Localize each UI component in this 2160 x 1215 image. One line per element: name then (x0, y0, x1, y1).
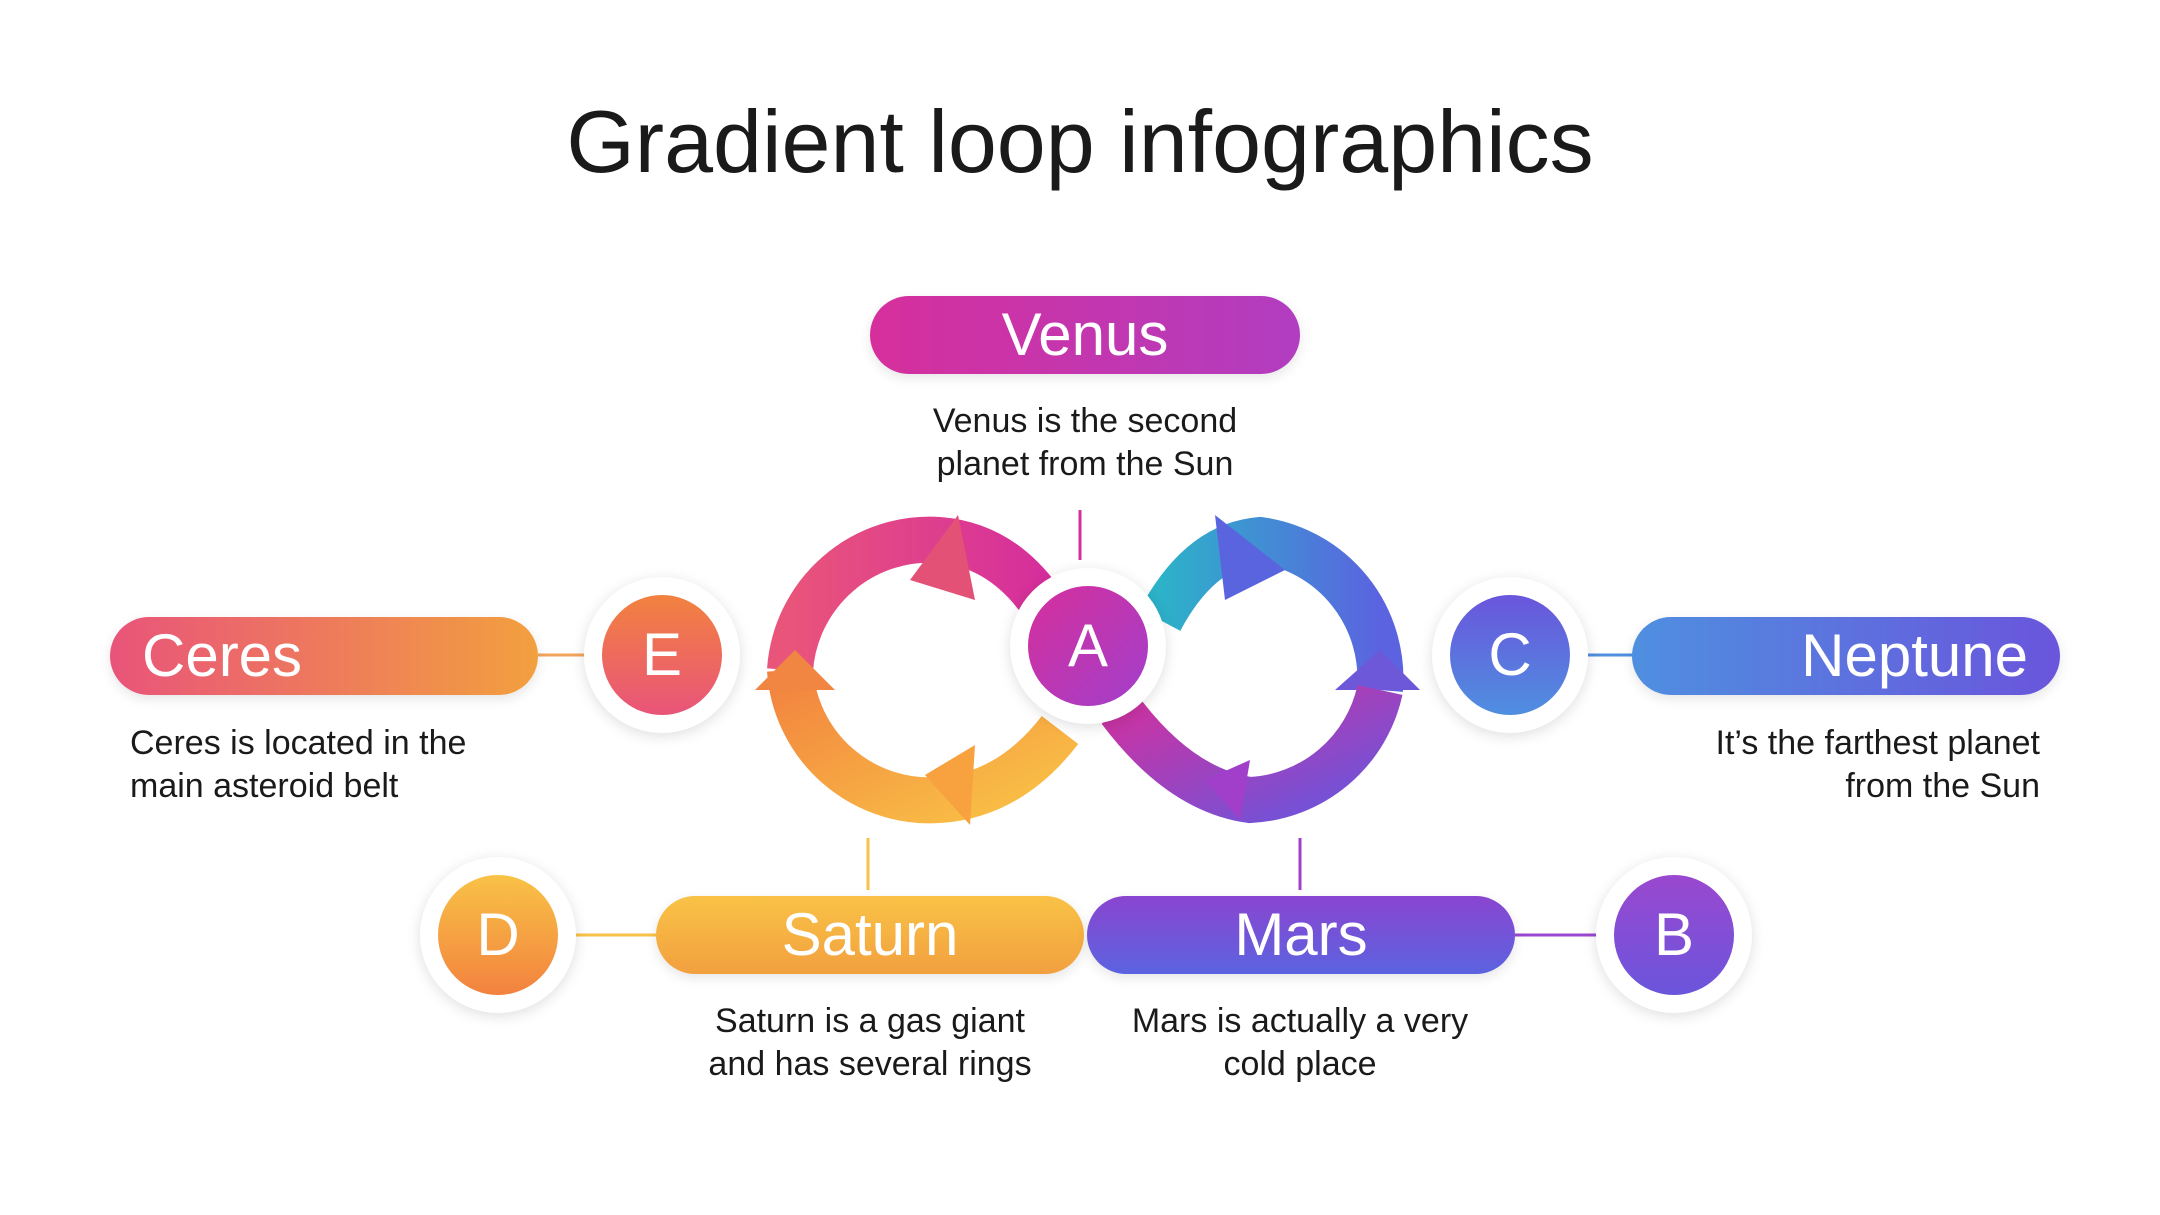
arrow-head-right-bottom (1205, 760, 1250, 820)
saturn-description-line1: Saturn is a gas giant (715, 1002, 1025, 1040)
badge-c-letter: C (1450, 595, 1570, 715)
badge-d-letter: D (438, 875, 558, 995)
badge-e: E (584, 577, 740, 733)
mars-label-pill: Mars (1087, 896, 1515, 974)
venus-description-line1: Venus is the second (932, 402, 1238, 440)
badge-b-letter: B (1614, 875, 1734, 995)
loop-segment-right-bottom (1101, 684, 1403, 824)
mars-description-line1: Mars is actually a very (1131, 1002, 1469, 1040)
badge-e-letter: E (602, 595, 722, 715)
arrow-head-left-middle (925, 745, 975, 825)
ceres-description-line1: Ceres is located in the (130, 724, 467, 762)
arrow-head-right-top (1215, 515, 1285, 600)
arrow-head-left-top (910, 515, 975, 600)
neptune-description-line1: It’s the farthest planet (1715, 724, 2040, 762)
arrow-head-right-side (1335, 650, 1420, 690)
venus-label-pill: Venus (870, 296, 1300, 374)
loop-segment-left-bottom (767, 667, 1079, 824)
badge-a-letter: A (1028, 586, 1148, 706)
venus-description: Venus is the second planet from the Sun (830, 400, 1340, 486)
loop-segment-right-top (1139, 516, 1404, 692)
neptune-description: It’s the farthest planet from the Sun (1540, 722, 2040, 808)
ceres-description-line2: main asteroid belt (130, 767, 399, 805)
saturn-label-pill: Saturn (656, 896, 1084, 974)
loop-segment-left-top (767, 516, 1059, 673)
mars-description-line2: cold place (1223, 1045, 1377, 1083)
neptune-description-line2: from the Sun (1845, 767, 2040, 805)
neptune-label-pill: Neptune (1632, 617, 2060, 695)
saturn-description-line2: and has several rings (708, 1045, 1032, 1083)
ceres-label-pill: Ceres (110, 617, 538, 695)
badge-c: C (1432, 577, 1588, 733)
venus-description-line2: planet from the Sun (936, 445, 1234, 483)
badge-d: D (420, 857, 576, 1013)
mars-description: Mars is actually a very cold place (1060, 1000, 1540, 1086)
saturn-description: Saturn is a gas giant and has several ri… (640, 1000, 1100, 1086)
arrow-head-left-bottom (755, 650, 835, 690)
badge-b: B (1596, 857, 1752, 1013)
page-title: Gradient loop infographics (566, 92, 1594, 191)
badge-a: A (1010, 568, 1166, 724)
ceres-description: Ceres is located in the main asteroid be… (130, 722, 590, 808)
